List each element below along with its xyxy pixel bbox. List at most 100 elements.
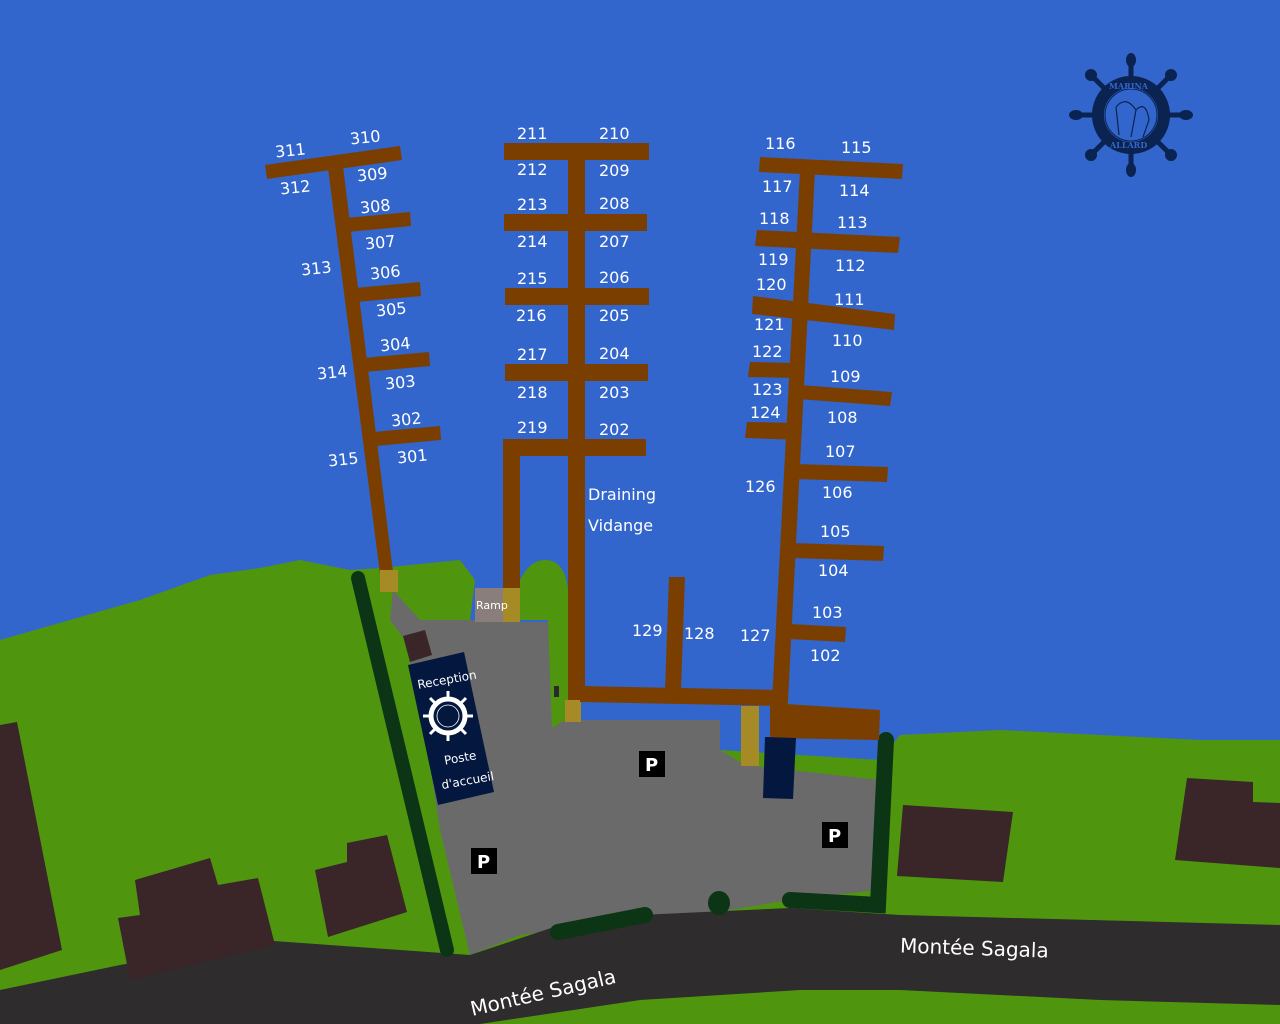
slip-label: 106 [822,483,853,502]
slip-label: 115 [841,138,872,157]
svg-text:P: P [645,755,658,776]
dock-200-slip-labels: 211 210 212 209 213 208 214 207 215 206 … [516,124,630,439]
parking-sign: P [471,848,497,874]
slip-label: 217 [517,345,548,364]
slip-label: 311 [274,139,306,161]
marina-logo-icon: MARINA ALLARD [1069,53,1193,177]
slip-label: 126 [745,477,776,496]
dock-100 [580,157,903,740]
parking-sign: P [639,751,665,777]
building [0,722,62,970]
building [1175,778,1280,868]
shrub [708,891,730,915]
slip-label: 219 [517,418,548,437]
slip-label: 110 [832,331,863,350]
slip-label: 108 [827,408,858,427]
slip-label: 216 [516,306,547,325]
slip-label: 111 [834,290,865,309]
slip-label: 129 [632,621,663,640]
reception-annex [403,630,432,662]
slip-label: 308 [359,195,391,217]
slip-label: 119 [758,250,789,269]
slip-label: 204 [599,344,630,363]
slip-label: 306 [369,261,401,283]
svg-text:P: P [477,852,490,873]
slip-label: 117 [762,177,793,196]
hedge [351,571,454,957]
slip-label: 213 [517,195,548,214]
draining-label-fr: Vidange [588,516,653,535]
ramp-label: Ramp [476,599,508,612]
svg-text:P: P [828,826,841,847]
slip-label: 122 [752,342,783,361]
slip-label: 215 [517,269,548,288]
slip-label: 303 [384,371,416,393]
slip-label: 307 [364,231,396,253]
slip-label: 314 [316,361,348,383]
slip-label: 113 [837,213,868,232]
slip-label: 211 [517,124,548,143]
fuel-station [763,737,796,799]
parking-sign: P [822,822,848,848]
slip-label: 118 [759,209,790,228]
road [0,908,1280,1024]
slip-label: 309 [356,163,388,185]
slip-label: 102 [810,646,841,665]
slip-label: 114 [839,181,870,200]
slip-label: 121 [754,315,785,334]
slip-label: 112 [835,256,866,275]
slip-label: 202 [599,420,630,439]
gangway-200 [565,700,581,722]
slip-label: 104 [818,561,849,580]
draining-label-en: Draining [588,485,656,504]
gangway-100 [741,706,759,766]
slip-label: 304 [379,333,411,355]
logo-top-text: MARINA [1109,81,1149,91]
slip-label: 103 [812,603,843,622]
dock-300 [265,146,441,574]
gangway-200-ramp [503,588,520,622]
slip-label: 218 [517,383,548,402]
slip-label: 107 [825,442,856,461]
dock-100-slip-labels: 116 115 117 114 118 113 119 112 120 111 … [632,134,872,665]
logo-bottom-text: ALLARD [1109,140,1147,150]
parking-lot [390,590,880,955]
slip-label: 105 [820,522,851,541]
hedge [782,732,894,914]
slip-label: 210 [599,124,630,143]
slip-label: 203 [599,383,630,402]
reception-label-fr-1: Poste [443,748,477,767]
dock-200 [503,143,649,700]
slip-label: 120 [756,275,787,294]
buildings [0,630,1280,980]
slip-label: 214 [517,232,548,251]
slip-label: 123 [752,380,783,399]
slip-label: 302 [390,408,422,430]
slip-label: 208 [599,194,630,213]
slip-label: 301 [396,445,428,467]
slip-label: 205 [599,306,630,325]
building [118,858,275,980]
slip-label: 207 [599,232,630,251]
road-label: Montée Sagala [900,933,1049,962]
hedge [550,907,653,940]
slip-label: 312 [279,176,311,198]
slip-label: 127 [740,626,771,645]
slip-label: 315 [327,448,359,470]
slip-label: 128 [684,624,715,643]
slip-label: 305 [375,298,407,320]
slip-label: 124 [750,403,781,422]
hedges [351,571,894,957]
building [897,805,1013,882]
slip-label: 313 [300,257,332,279]
building [315,835,407,937]
dock-300-slip-labels: 311 310 312 309 308 307 313 306 305 304 … [274,126,428,470]
slip-label: 310 [349,126,381,148]
slip-label: 209 [599,161,630,180]
slip-label: 206 [599,268,630,287]
reception-building[interactable]: Reception Poste d'accueil [408,652,495,805]
gangway-300 [380,570,398,592]
slip-label: 212 [517,160,548,179]
slip-label: 116 [765,134,796,153]
